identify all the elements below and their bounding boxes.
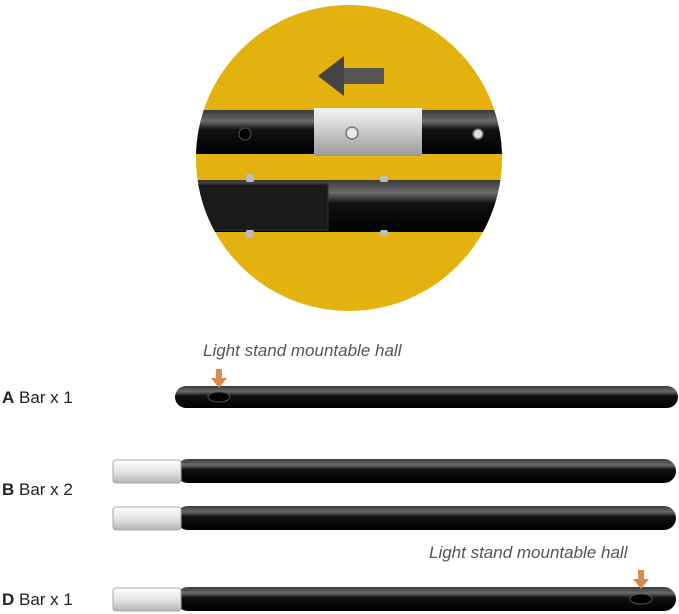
mount-hole	[629, 593, 653, 605]
note-bottom: Light stand mountable hall	[429, 543, 628, 562]
spring-button	[380, 230, 388, 236]
mount-hole	[207, 391, 231, 403]
bar-b-text: Bar x 2	[14, 480, 73, 499]
tube-hole	[238, 127, 252, 141]
bar-b-label: B Bar x 2	[2, 480, 73, 500]
bar-a-label: A Bar x 1	[2, 388, 73, 408]
connector-tip	[112, 587, 182, 612]
bar-d-drawing	[112, 570, 676, 612]
bar-b-letter: B	[2, 480, 15, 499]
connector-tip	[112, 506, 182, 531]
detail-circle	[196, 5, 502, 311]
tube-pin	[472, 128, 484, 140]
bar-a-text: Bar x 1	[14, 388, 73, 407]
bar-b-drawing-1	[112, 459, 676, 484]
note-top: Light stand mountable hall	[203, 341, 402, 360]
bar-d-letter: D	[2, 590, 15, 609]
sleeve-screw	[345, 126, 359, 140]
connector-tip	[112, 459, 182, 484]
bar-a-letter: A	[2, 388, 15, 407]
bar-d-text: Bar x 1	[14, 590, 73, 609]
spring-button	[380, 176, 388, 182]
orange-down-arrow-icon	[211, 369, 227, 388]
bar-a-drawing	[175, 369, 678, 408]
spring-button	[246, 174, 254, 182]
orange-down-arrow-icon	[633, 570, 649, 589]
inner-tube	[196, 183, 329, 231]
spring-button	[246, 230, 254, 238]
bar-d-label: D Bar x 1	[2, 590, 73, 610]
arrow-left-icon	[318, 56, 384, 96]
bar-b-drawing-2	[112, 506, 676, 531]
connector-sleeve	[314, 108, 422, 156]
